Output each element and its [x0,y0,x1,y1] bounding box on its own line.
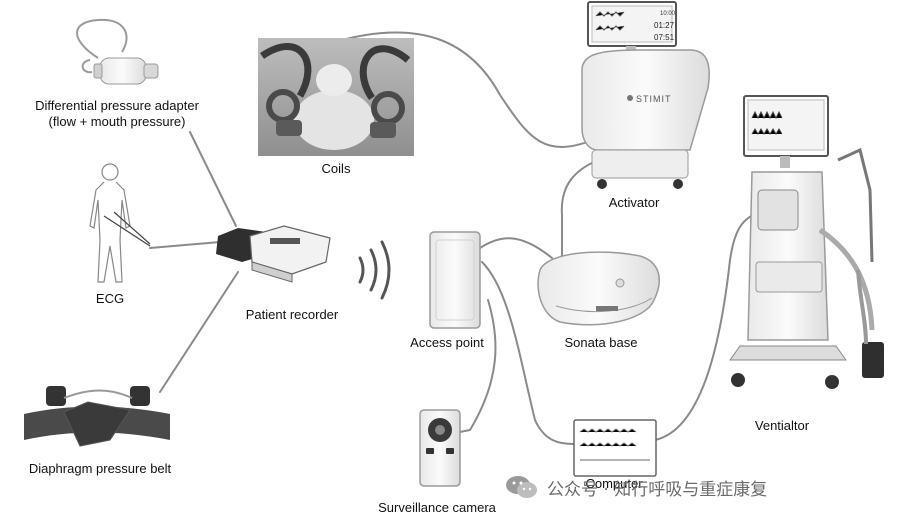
ecg-figure-image [90,164,150,282]
activator-screen-value-1: 10:00 [660,11,676,17]
label-ecg: ECG [96,291,124,307]
label-patient-recorder: Patient recorder [246,307,339,323]
label-sonata-base: Sonata base [564,335,637,351]
label-differential-pressure-adapter: Differential pressure adapter (flow + mo… [35,98,199,130]
activator-brand-text: STIMIT [636,94,672,104]
watermark: 公众号 · 知行呼吸与重症康复 [505,474,767,500]
label-surveillance-camera: Surveillance camera [378,500,496,516]
coils-photo [258,38,414,156]
differential-pressure-adapter-image [77,20,158,84]
sonata-base-image [538,252,659,325]
label-differential-pressure-adapter-line2: (flow + mouth pressure) [35,114,199,130]
wechat-icon [505,474,539,500]
label-coils: Coils [322,161,351,177]
diaphragm-pressure-belt-image [24,386,170,446]
patient-recorder-image [216,226,330,282]
label-differential-pressure-adapter-line1: Differential pressure adapter [35,98,199,114]
adapter-to-recorder-line [190,132,236,226]
ventilator-image [730,96,884,389]
label-activator: Activator [609,195,660,211]
surveillance-camera-image [420,410,460,486]
wireless-signal-icon [360,242,389,298]
activator-screen-value-3: 07:51 [654,33,675,42]
access-point-image [430,232,480,328]
label-access-point: Access point [410,335,484,351]
watermark-text: 公众号 · 知行呼吸与重症康复 [547,475,767,500]
ecg-to-recorder-line [150,242,220,248]
label-diaphragm-pressure-belt: Diaphragm pressure belt [29,461,171,477]
access-point-to-base-line [480,238,552,258]
belt-to-recorder-line [160,272,238,392]
activator-screen-value-2: 01:27 [654,21,675,30]
label-ventilator: Ventialtor [755,418,809,434]
computer-image [574,420,656,476]
